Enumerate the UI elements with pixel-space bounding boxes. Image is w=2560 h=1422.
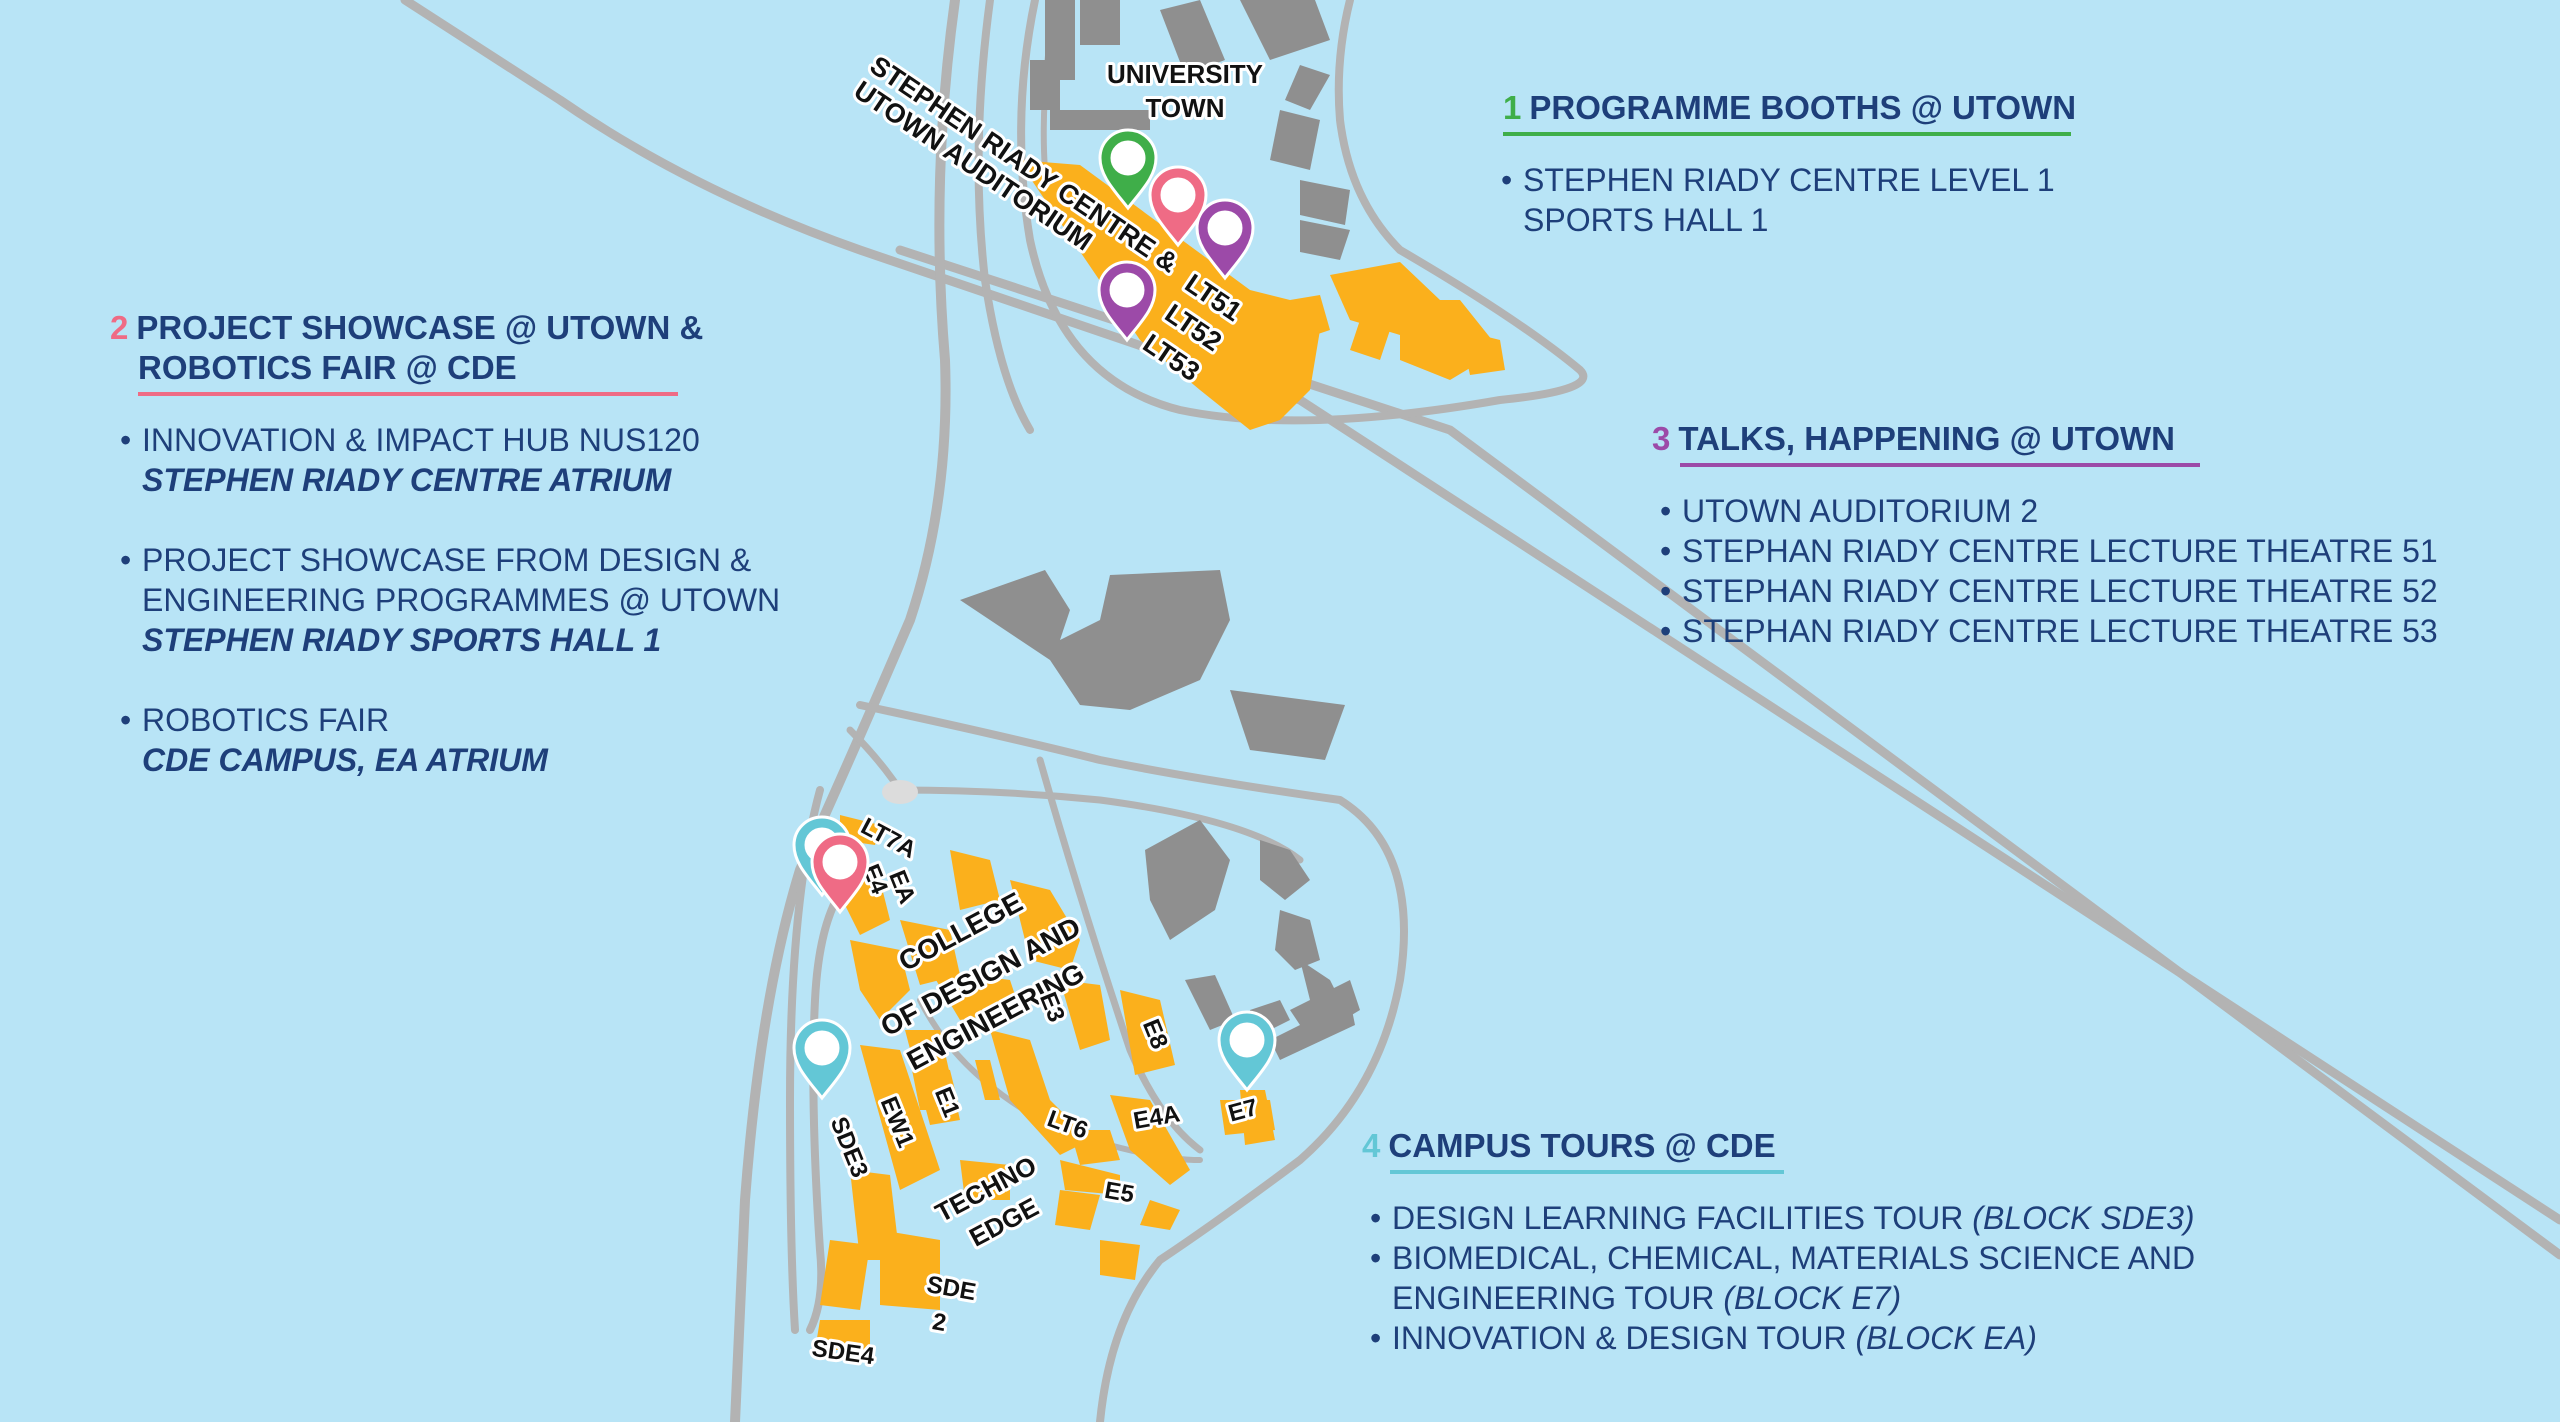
teal-pin-icon xyxy=(792,1018,852,1100)
roundabout xyxy=(882,780,918,804)
teal-pin-icon xyxy=(1217,1010,1277,1092)
highlighted-buildings xyxy=(815,160,1505,1350)
label-university-town: UNIVERSITY xyxy=(1107,59,1263,89)
legend-underline xyxy=(1503,132,2071,136)
highway-road xyxy=(400,0,2560,1225)
list-item: PROJECT SHOWCASE FROM DESIGN &ENGINEERIN… xyxy=(120,540,790,660)
legend-number: 1 xyxy=(1503,89,1522,126)
main-road xyxy=(730,0,960,1422)
label-sde3: SDE3 xyxy=(825,1113,874,1181)
label-university-town: TOWN xyxy=(1146,93,1225,123)
legend-underline xyxy=(1680,463,2200,467)
legend-title: ROBOTICS FAIR @ CDE xyxy=(138,349,517,386)
legend-title: CAMPUS TOURS @ CDE xyxy=(1388,1127,1776,1164)
legend-number: 3 xyxy=(1652,420,1671,457)
legend-underline xyxy=(1390,1170,1784,1174)
legend-list: UTOWN AUDITORIUM 2 STEPHAN RIADY CENTRE … xyxy=(1660,491,2452,651)
list-item: DESIGN LEARNING FACILITIES TOUR (BLOCK S… xyxy=(1370,1198,2262,1238)
list-item: STEPHAN RIADY CENTRE LECTURE THEATRE 52 xyxy=(1660,571,2452,611)
legend-title: PROJECT SHOWCASE @ UTOWN & xyxy=(136,309,704,346)
label-e5: E5 xyxy=(1103,1177,1137,1209)
list-item: INNOVATION & DESIGN TOUR (BLOCK EA) xyxy=(1370,1318,2262,1358)
legend-underline xyxy=(138,392,678,396)
buildings xyxy=(960,0,1360,1060)
list-item: STEPHAN RIADY CENTRE LECTURE THEATRE 53 xyxy=(1660,611,2452,651)
highway-road xyxy=(895,245,2560,1260)
list-item: UTOWN AUDITORIUM 2 xyxy=(1660,491,2452,531)
legend-number: 2 xyxy=(110,309,129,346)
cde-inner-road xyxy=(846,726,1304,864)
label-sde2: 2 xyxy=(930,1308,948,1337)
main-road xyxy=(974,0,1034,434)
legend-title: PROGRAMME BOOTHS @ UTOWN xyxy=(1529,89,2077,126)
list-item: BIOMEDICAL, CHEMICAL, MATERIALS SCIENCE … xyxy=(1370,1238,2262,1318)
list-item: STEPHAN RIADY CENTRE LECTURE THEATRE 51 xyxy=(1660,531,2452,571)
legend-list: DESIGN LEARNING FACILITIES TOUR (BLOCK S… xyxy=(1370,1198,2262,1358)
legend-number: 4 xyxy=(1362,1127,1381,1164)
cde-ring-road xyxy=(856,701,1408,1422)
legend-title: TALKS, HAPPENING @ UTOWN xyxy=(1678,420,2175,457)
utown-ring-road xyxy=(1017,0,1588,425)
cde-inner-road xyxy=(1036,756,1204,1154)
